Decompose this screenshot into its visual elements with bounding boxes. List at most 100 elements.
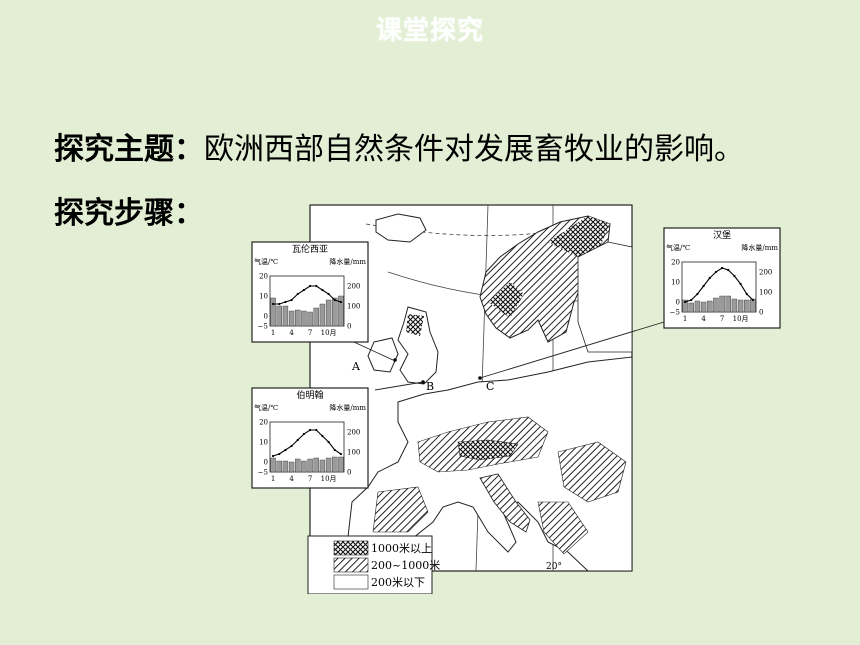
precip-bar	[282, 305, 289, 327]
precip-bar	[688, 302, 694, 313]
temperature-point	[296, 438, 299, 442]
month-tick-label: 7	[308, 329, 312, 337]
precip-bar	[270, 297, 276, 327]
temp-tick-label: −5	[258, 323, 268, 331]
point-label-b: B	[426, 380, 434, 393]
temperature-point	[302, 432, 306, 436]
iceland-shape	[375, 213, 427, 243]
month-tick-label: 10月	[321, 329, 337, 337]
europe-map-figure: A B C 20° 1000米以上 200~1000米 200米以下 瓦伦西亚气…	[248, 202, 788, 595]
steps-label: 探究步骤：	[54, 196, 204, 231]
chart-plot-frame	[269, 275, 345, 327]
chart-precip-axis-label: 降水量/mm	[329, 257, 366, 266]
legend-label-1: 1000米以上	[371, 542, 432, 555]
temperature-point	[690, 298, 693, 302]
precip-bar	[744, 299, 750, 313]
precip-tick-label: 0	[347, 469, 351, 477]
month-tick-label: 10月	[321, 475, 337, 483]
temp-tick-label: 0	[264, 313, 268, 321]
precip-bar	[713, 297, 719, 313]
temperature-point	[321, 434, 324, 438]
precip-bar	[338, 456, 344, 473]
temperature-point	[308, 428, 312, 432]
precip-bar	[319, 303, 326, 327]
temperature-point	[321, 288, 324, 292]
month-tick-label: 7	[720, 315, 724, 323]
chart-precip-axis-label: 降水量/mm	[741, 243, 778, 252]
precip-tick-label: 100	[347, 303, 360, 311]
temp-tick-label: −5	[258, 469, 268, 477]
precip-bar	[325, 299, 332, 327]
temperature-point	[739, 282, 742, 286]
precip-bar	[295, 458, 301, 473]
precip-bar	[707, 300, 713, 313]
legend-label-2: 200~1000米	[371, 559, 440, 572]
temperature-point	[290, 444, 293, 448]
chart-plot-frame	[681, 261, 757, 313]
month-tick-label: 1	[683, 315, 687, 323]
precip-bar	[301, 460, 307, 473]
temperature-line	[272, 429, 342, 457]
precip-bar	[276, 305, 282, 327]
temperature-point	[278, 302, 281, 306]
precip-bar	[307, 458, 313, 473]
temperature-point	[271, 302, 275, 306]
precip-bar	[288, 310, 295, 327]
topic-text: 欧洲西部自然条件对发展畜牧业的影响。	[204, 132, 744, 167]
temp-tick-label: 20	[259, 273, 268, 281]
precip-bar	[719, 295, 725, 313]
point-label-a: A	[351, 360, 361, 373]
temp-tick-label: 10	[671, 279, 680, 287]
temp-tick-label: 0	[676, 299, 680, 307]
temperature-point	[327, 440, 330, 444]
steps-line: 探究步骤：	[54, 188, 204, 232]
precip-bar	[288, 461, 295, 473]
temperature-point	[720, 266, 724, 270]
chart-precip-axis-label: 降水量/mm	[329, 403, 366, 412]
temp-tick-label: 10	[259, 293, 268, 301]
precip-tick-label: 200	[759, 269, 772, 277]
precip-tick-label: 100	[759, 289, 772, 297]
temperature-point	[745, 292, 748, 296]
precip-bar	[737, 299, 744, 313]
month-tick-label: 4	[701, 315, 706, 323]
temperature-line	[684, 267, 754, 303]
month-tick-label: 4	[289, 329, 294, 337]
precip-bar	[694, 300, 701, 313]
temperature-point	[708, 276, 711, 280]
legend-swatch-blank	[333, 574, 369, 590]
precip-bar	[307, 311, 313, 327]
month-tick-label: 1	[271, 329, 275, 337]
precip-bar	[295, 309, 301, 327]
chart-city-label: 瓦伦西亚	[292, 243, 328, 255]
temperature-point	[284, 300, 287, 304]
month-tick-label: 10月	[733, 315, 749, 323]
topic-line: 探究主题：欧洲西部自然条件对发展畜牧业的影响。	[54, 124, 744, 168]
elevation-legend: 1000米以上 200~1000米 200米以下	[307, 535, 440, 595]
precip-bar	[270, 457, 276, 473]
temperature-point	[333, 298, 336, 302]
month-tick-label: 4	[289, 475, 294, 483]
temperature-point	[714, 270, 718, 274]
legend-swatch-hatch	[333, 557, 369, 573]
temp-tick-label: 0	[264, 459, 268, 467]
month-tick-label: 1	[271, 475, 275, 483]
temperature-point	[727, 268, 730, 272]
temperature-point	[278, 452, 281, 456]
legend-label-3: 200米以下	[371, 576, 425, 589]
chart-temp-axis-label: 气温/℃	[254, 403, 278, 412]
temperature-point	[327, 292, 330, 296]
precip-tick-label: 200	[347, 283, 360, 291]
precip-tick-label: 200	[347, 429, 360, 437]
precip-bar	[301, 310, 307, 327]
month-tick-label: 7	[308, 475, 312, 483]
temperature-point	[290, 298, 293, 302]
precip-bar	[319, 459, 326, 473]
header-bar: 课堂探究	[0, 0, 860, 54]
point-label-c: C	[486, 380, 494, 393]
temperature-point	[308, 284, 312, 288]
temperature-point	[284, 448, 287, 452]
